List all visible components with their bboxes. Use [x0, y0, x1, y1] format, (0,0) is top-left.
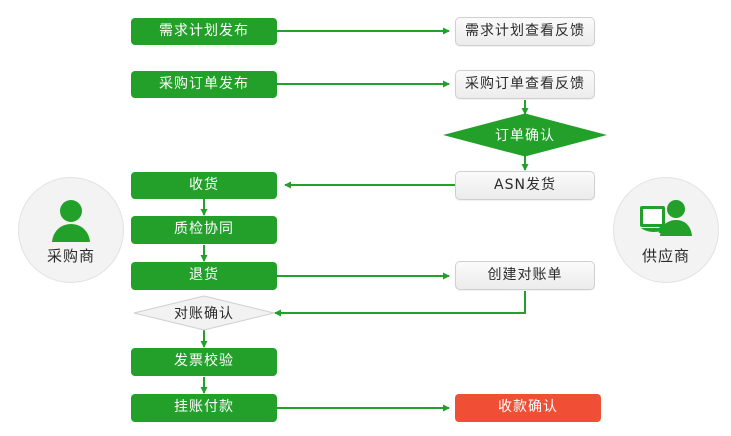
node-demand-plan-feedback[interactable]: 需求计划查看反馈: [455, 17, 595, 46]
node-label: 采购订单查看反馈: [465, 75, 585, 92]
node-quality-collab[interactable]: 质检协同: [131, 216, 277, 244]
node-label: ASN发货: [494, 176, 556, 193]
node-invoice-verify[interactable]: 发票校验: [131, 348, 277, 376]
node-po-publish[interactable]: 采购订单发布: [131, 71, 277, 98]
node-label: 需求计划查看反馈: [465, 22, 585, 39]
node-label: 收款确认: [498, 399, 558, 416]
node-po-feedback[interactable]: 采购订单查看反馈: [455, 70, 595, 99]
node-statement-confirm[interactable]: 对账确认: [134, 301, 274, 325]
node-return-goods[interactable]: 退货: [131, 262, 277, 290]
node-label: 对账确认: [174, 306, 234, 322]
node-create-statement[interactable]: 创建对账单: [455, 261, 595, 290]
node-payable-payment[interactable]: 挂账付款: [131, 394, 277, 422]
node-label: 退货: [189, 267, 219, 284]
node-label: 收货: [189, 176, 219, 193]
actor-buyer-label: 采购商: [46, 246, 95, 265]
person-icon: [42, 197, 100, 243]
node-label: 发票校验: [174, 353, 234, 370]
actor-buyer: 采购商: [18, 177, 124, 283]
actor-supplier: 供应商: [613, 177, 719, 283]
node-asn-shipment[interactable]: ASN发货: [455, 171, 595, 200]
node-label: 采购订单发布: [159, 75, 249, 92]
node-label: 订单确认: [495, 128, 555, 144]
edge-create-statement-to-statement-confirm: [274, 291, 526, 317]
node-receipt-confirm[interactable]: 收款确认: [455, 394, 601, 422]
node-label: 挂账付款: [174, 399, 234, 416]
node-label: 创建对账单: [487, 266, 563, 283]
node-goods-receipt[interactable]: 收货: [131, 172, 277, 199]
node-label: 需求计划发布: [159, 22, 249, 39]
node-label: 质检协同: [174, 221, 234, 238]
node-order-confirm[interactable]: 订单确认: [445, 123, 605, 147]
actor-supplier-label: 供应商: [641, 246, 690, 265]
person-at-computer-icon: [637, 197, 695, 243]
node-demand-plan-publish[interactable]: 需求计划发布: [131, 18, 277, 45]
